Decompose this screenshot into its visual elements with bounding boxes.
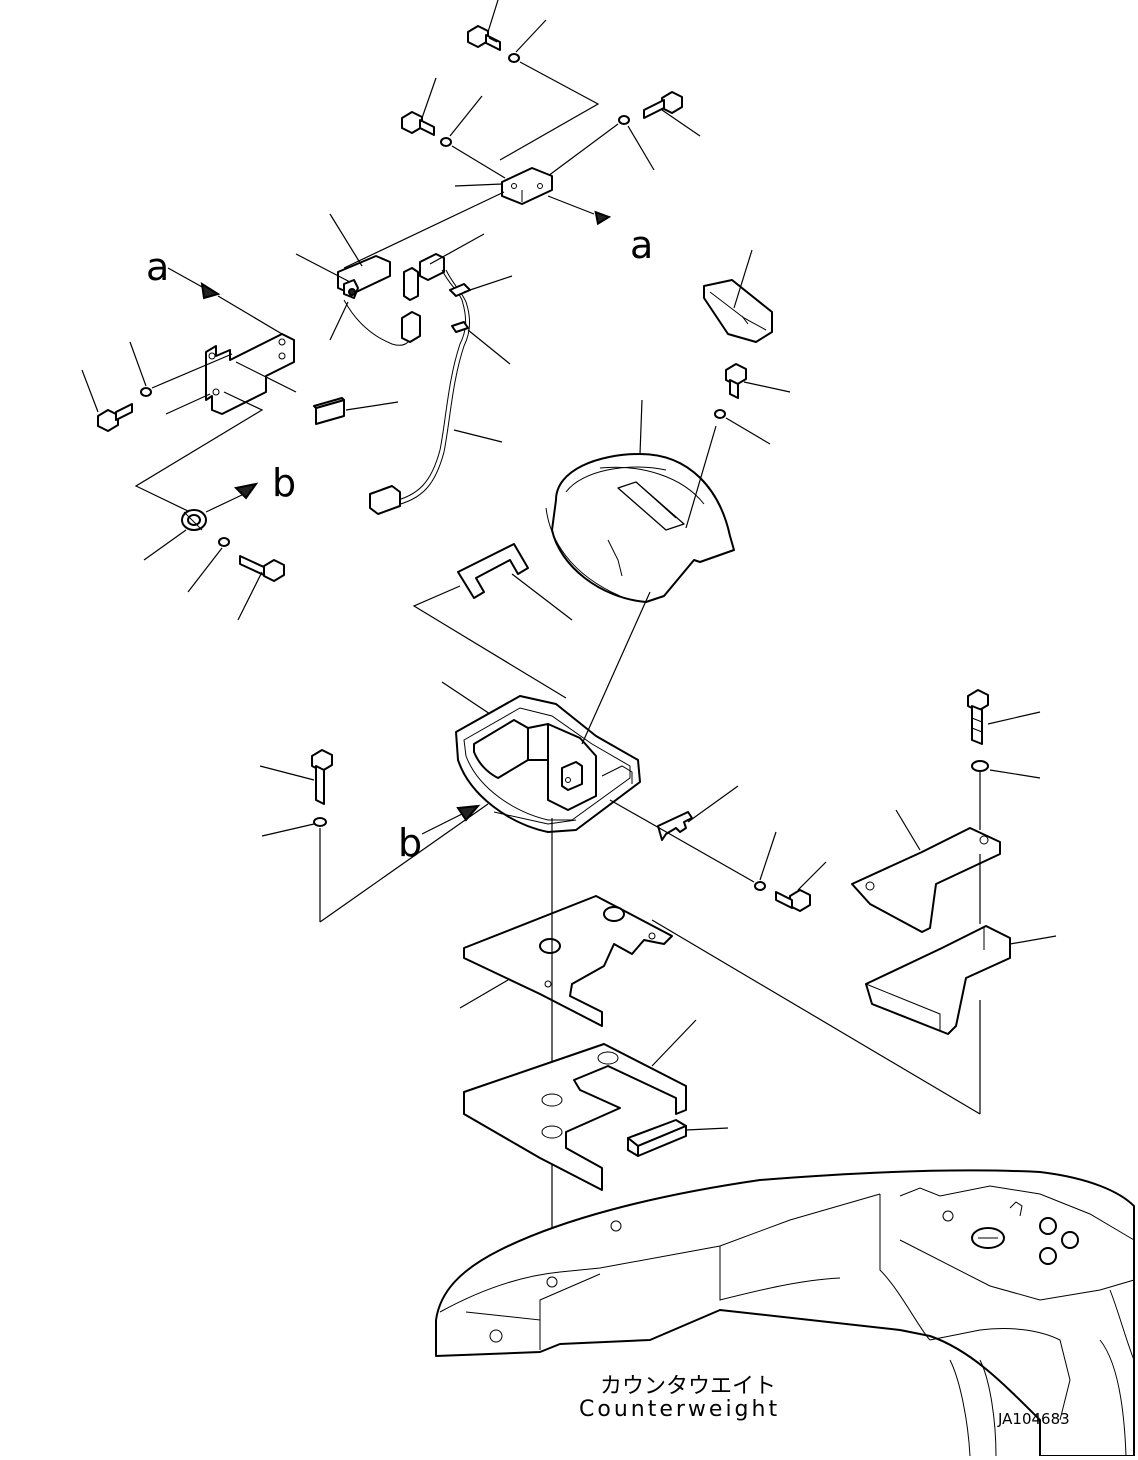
counterweight bbox=[435, 1169, 1135, 1457]
washer-top bbox=[508, 53, 520, 63]
right-spacer-block bbox=[865, 925, 1011, 1035]
bolt-top-right bbox=[643, 91, 683, 119]
u-clip-plate bbox=[457, 543, 529, 599]
washer-grip bbox=[714, 409, 726, 419]
counterweight-label-en: Counterweight bbox=[579, 1397, 780, 1422]
switch-mount-plate bbox=[205, 333, 295, 415]
rubber-pad bbox=[313, 397, 345, 425]
spacer-plate-lower bbox=[463, 1043, 687, 1191]
ref-label-a-left: a bbox=[146, 245, 169, 289]
rubber-stopper bbox=[181, 509, 207, 531]
right-mount-plate bbox=[851, 827, 1001, 933]
drawing-number: JA104683 bbox=[997, 1410, 1070, 1428]
seat-base-plate bbox=[463, 895, 673, 1027]
washer-top-mid bbox=[440, 137, 452, 147]
bolt-left-frame bbox=[311, 749, 333, 805]
counterweight-label-jp: カウンタウエイト bbox=[600, 1374, 776, 1399]
bolt-top-left bbox=[467, 25, 501, 51]
washer-left bbox=[140, 387, 152, 397]
washer-left-frame bbox=[313, 817, 327, 827]
washer-right-frame bbox=[754, 881, 766, 891]
bolt-right-vertical bbox=[967, 689, 989, 745]
bolt-grip bbox=[725, 363, 747, 399]
seat-switch bbox=[337, 255, 413, 346]
ref-label-b-upper: b bbox=[272, 461, 296, 505]
storage-box-cover bbox=[545, 453, 735, 603]
bolt-right-frame bbox=[775, 889, 811, 912]
ref-label-a-top: a bbox=[630, 223, 653, 267]
small-bracket bbox=[501, 167, 553, 205]
seat-frame bbox=[455, 695, 641, 833]
washer-b bbox=[218, 537, 230, 547]
clip-plate-small bbox=[657, 811, 693, 841]
washer-right-vertical bbox=[971, 760, 989, 772]
wiring-harness bbox=[369, 253, 471, 515]
ref-label-b-lower: b bbox=[398, 821, 422, 865]
grip-handle bbox=[703, 279, 773, 343]
bolt-left-switch bbox=[97, 403, 133, 432]
washer-top-right bbox=[618, 115, 630, 125]
bolt-b bbox=[239, 555, 285, 582]
bolt-top-mid bbox=[401, 111, 435, 136]
shim-pad bbox=[627, 1119, 687, 1157]
